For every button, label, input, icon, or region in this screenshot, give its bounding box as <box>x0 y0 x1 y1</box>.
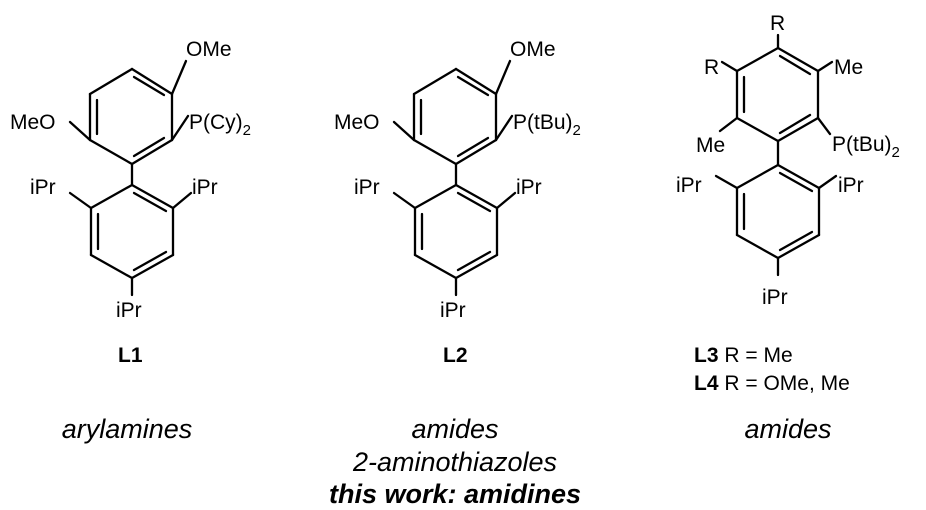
l1-ipr-left-label: iPr <box>30 176 56 199</box>
l2-lower-ring <box>413 183 499 280</box>
l3-bond-p <box>816 116 832 136</box>
l2-phosphine-label: P(tBu)2 <box>513 111 581 139</box>
l2-application-1: amides <box>411 414 498 444</box>
l3-bond-me-right <box>816 60 834 73</box>
l1-bond-ome <box>170 59 188 96</box>
l2-ipr-left-label: iPr <box>354 176 380 199</box>
l3-upper-ring <box>735 46 820 143</box>
l3-bond-me-left <box>718 116 739 133</box>
l2-application-3: this work: amidines <box>329 479 581 509</box>
l2-application-2: 2-aminothiazoles <box>352 447 557 477</box>
l1-bond-p <box>170 114 190 142</box>
l3-me-left-label: Me <box>696 134 725 157</box>
l3-bond-r-left <box>720 60 739 73</box>
l3-ipr-right-label: iPr <box>838 174 864 197</box>
l3-lower-ring <box>735 163 821 260</box>
l1-meo-label: MeO <box>10 111 56 134</box>
ligand-l2-structure: OMe MeO P(tBu)2 iPr iPr iPr <box>334 38 581 322</box>
l3-bond-ipr-b <box>817 174 838 190</box>
l3-r-left-label: R <box>704 56 719 79</box>
l3-ipr-bottom-label: iPr <box>762 286 788 309</box>
l1-ipr-right-label: iPr <box>192 176 218 199</box>
l3-phosphine-label: P(tBu)2 <box>832 133 900 161</box>
l2-bond-p <box>494 114 514 142</box>
l1-application: arylamines <box>62 414 193 444</box>
l3-ipr-left-label: iPr <box>676 174 702 197</box>
l2-meo-label: MeO <box>334 111 380 134</box>
l1-bond-meo <box>68 120 92 142</box>
l2-bond-ipr-a <box>392 191 417 210</box>
l3-bond-ipr-a <box>714 174 739 190</box>
l2-bond-ome <box>494 59 512 96</box>
l1-lower-ring <box>89 183 175 280</box>
l1-bond-ipr-b <box>171 191 193 210</box>
l1-ipr-bottom-label: iPr <box>116 299 142 322</box>
l1-upper-ring <box>88 67 174 166</box>
l2-ipr-bottom-label: iPr <box>440 299 466 322</box>
l3-me-right-label: Me <box>834 56 863 79</box>
l2-ome-label: OMe <box>510 38 556 61</box>
l1-ligand-label: L1 <box>118 344 143 367</box>
l3-application: amides <box>744 414 831 444</box>
l2-ligand-label: L2 <box>443 344 468 367</box>
l1-phosphine-label: P(Cy)2 <box>189 111 251 139</box>
ligand-l1-structure: OMe MeO P(Cy)2 iPr iPr iPr <box>10 38 251 322</box>
l3-r-top-label: R <box>770 12 785 35</box>
l2-upper-ring <box>412 67 498 166</box>
l1-bond-ipr-a <box>68 191 93 210</box>
l2-bond-ipr-b <box>495 191 517 210</box>
l2-bond-meo <box>392 120 416 142</box>
ligand-l3-l4-structure: R R Me Me P(tBu)2 iPr iPr iPr <box>676 12 900 309</box>
l4-ligand-caption: L4 R = OMe, Me <box>694 372 850 395</box>
l1-ome-label: OMe <box>186 38 232 61</box>
l2-ipr-right-label: iPr <box>516 176 542 199</box>
l3-ligand-caption: L3 R = Me <box>694 344 793 367</box>
